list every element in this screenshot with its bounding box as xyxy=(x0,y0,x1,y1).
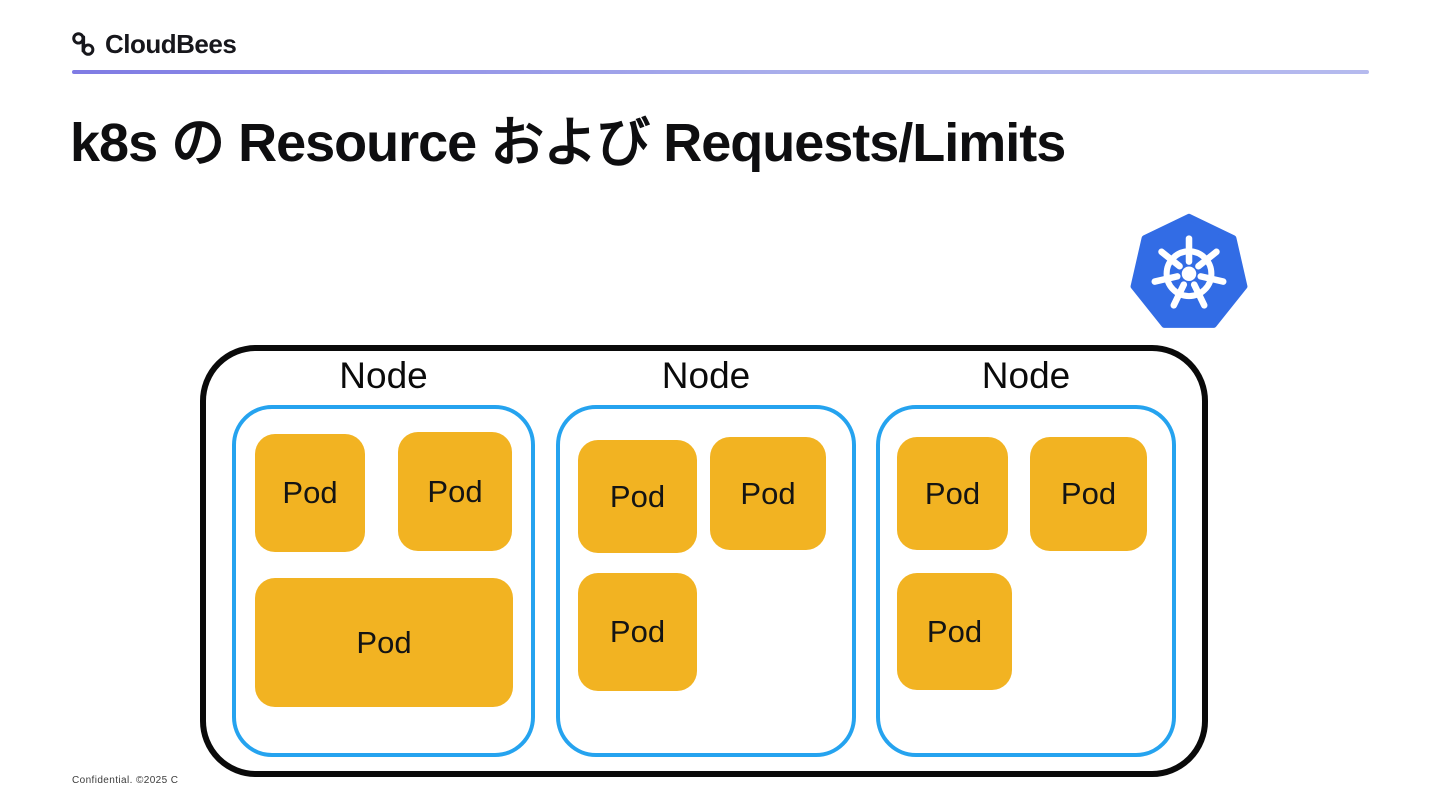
cluster-boundary: Node Pod Pod Pod Node Pod Pod Pod Node P… xyxy=(200,345,1208,777)
node-box: Pod Pod Pod xyxy=(876,405,1176,757)
node-3: Node Pod Pod Pod xyxy=(876,351,1176,771)
node-label: Node xyxy=(981,355,1071,396)
brand-lockup: CloudBees xyxy=(70,28,237,60)
confidential-footer: Confidential. ©2025 C xyxy=(72,775,179,786)
pod-wide: Pod xyxy=(255,578,513,707)
pod: Pod xyxy=(710,437,826,550)
kubernetes-logo-icon xyxy=(1130,213,1248,328)
node-1: Node Pod Pod Pod xyxy=(232,351,535,771)
node-label: Node xyxy=(661,355,751,396)
node-box: Pod Pod Pod xyxy=(556,405,856,757)
pod: Pod xyxy=(897,573,1012,690)
pod: Pod xyxy=(578,440,697,553)
node-label: Node xyxy=(339,355,428,396)
header-divider xyxy=(72,70,1369,74)
pod: Pod xyxy=(398,432,512,551)
brand-name: CloudBees xyxy=(105,28,237,59)
page-title: k8s の Resource および Requests/Limits xyxy=(70,113,1066,173)
pod: Pod xyxy=(255,434,365,552)
pod: Pod xyxy=(578,573,697,691)
pod: Pod xyxy=(897,437,1008,550)
node-box: Pod Pod Pod xyxy=(232,405,535,757)
pod: Pod xyxy=(1030,437,1147,551)
cloudbees-logo-icon xyxy=(72,32,95,56)
node-2: Node Pod Pod Pod xyxy=(556,351,856,771)
